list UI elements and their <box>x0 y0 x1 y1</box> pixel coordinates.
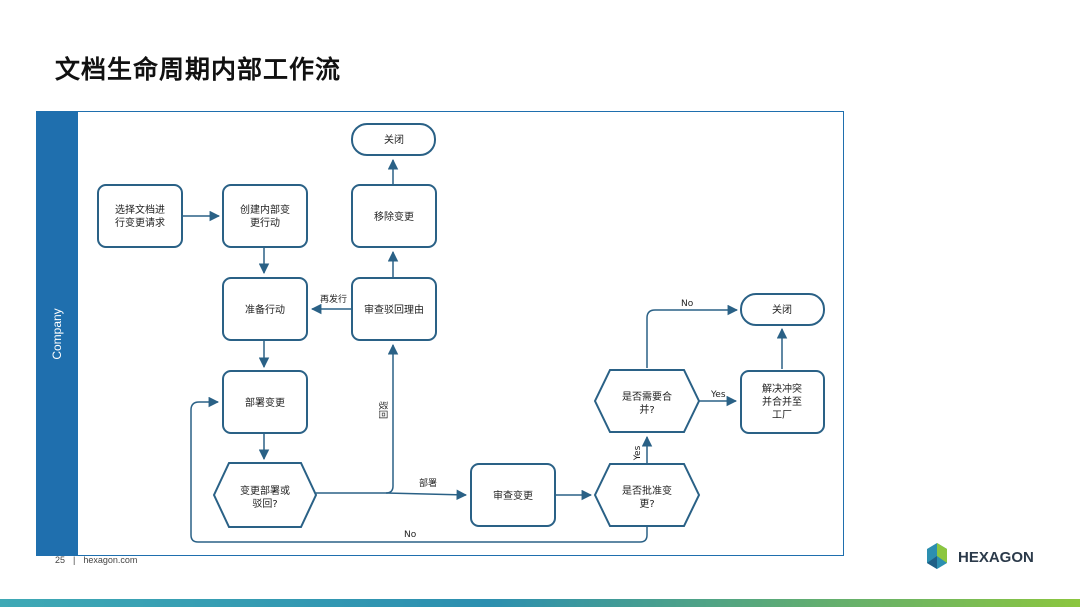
edge-label-yes-approve: Yes <box>633 445 643 461</box>
node-create-action <box>222 184 308 248</box>
footer-site: hexagon.com <box>83 555 138 565</box>
node-resolve-conflict-label: 工厂 <box>772 410 792 421</box>
node-select-doc-label: 选择文档进 <box>115 203 165 216</box>
node-deploy-change <box>222 370 308 434</box>
node-close-2-label: 关闭 <box>772 303 792 316</box>
swimlane-frame <box>36 111 844 556</box>
footer-separator: | <box>73 555 76 565</box>
node-decide-deploy <box>212 462 318 528</box>
node-create-action-label: 创建内部变 <box>240 203 290 216</box>
node-review-reject-label: 审查驳回理由 <box>364 303 424 316</box>
node-approve-change-label: 更? <box>639 498 654 510</box>
node-remove-change-label: 移除变更 <box>374 210 414 223</box>
page-title: 文档生命周期内部工作流 <box>55 55 342 84</box>
node-review-reject <box>351 277 437 341</box>
node-deploy-change-label: 部署变更 <box>245 396 285 409</box>
node-resolve-conflict-label: 并合并至 <box>762 395 802 408</box>
hexagon-logo-icon <box>927 543 947 569</box>
node-approve-change-label: 是否批准变 <box>622 484 672 497</box>
node-prepare-action-label: 准备行动 <box>245 303 285 316</box>
node-remove-change <box>351 184 437 248</box>
node-decide-deploy-label: 变更部署或 <box>240 484 290 497</box>
node-select-doc <box>97 184 183 248</box>
node-select-doc-label: 行变更请求 <box>115 216 165 229</box>
footer: 25 | hexagon.com <box>55 555 137 565</box>
node-need-merge-label: 并? <box>639 403 654 416</box>
edge-approve-no-loop <box>190 396 648 543</box>
bottom-accent-bar <box>0 599 1080 607</box>
edge-label-no-top: No <box>681 299 694 309</box>
edge-merge-no <box>646 304 739 368</box>
node-resolve-conflict <box>740 370 825 434</box>
node-close-1-label: 关闭 <box>384 133 404 146</box>
node-need-merge-label: 是否需要合 <box>622 390 672 403</box>
node-review-change <box>470 463 556 527</box>
node-resolve-conflict-label: 解决冲突 <box>762 382 802 395</box>
node-approve-change <box>593 463 701 527</box>
swimlane-header <box>36 111 78 556</box>
edge-label-no-bottom: No <box>404 530 417 540</box>
edge-decide-review <box>385 489 468 501</box>
node-close-2 <box>740 293 825 326</box>
edge-label-yes-merge: Yes <box>710 390 726 400</box>
node-review-change-label: 审查变更 <box>493 489 533 502</box>
edge-label-reject: 驳回 <box>377 401 388 419</box>
edge-label-deploy: 部署 <box>419 477 437 489</box>
node-create-action-label: 更行动 <box>250 216 280 229</box>
node-prepare-action <box>222 277 308 341</box>
edge-label-reissue: 再发行 <box>320 293 347 305</box>
page-number: 25 <box>55 555 66 565</box>
node-need-merge <box>593 369 701 433</box>
node-decide-deploy-label: 驳回? <box>252 498 277 510</box>
node-close-1 <box>351 123 436 156</box>
logo-text: HEXAGON <box>958 549 1034 566</box>
